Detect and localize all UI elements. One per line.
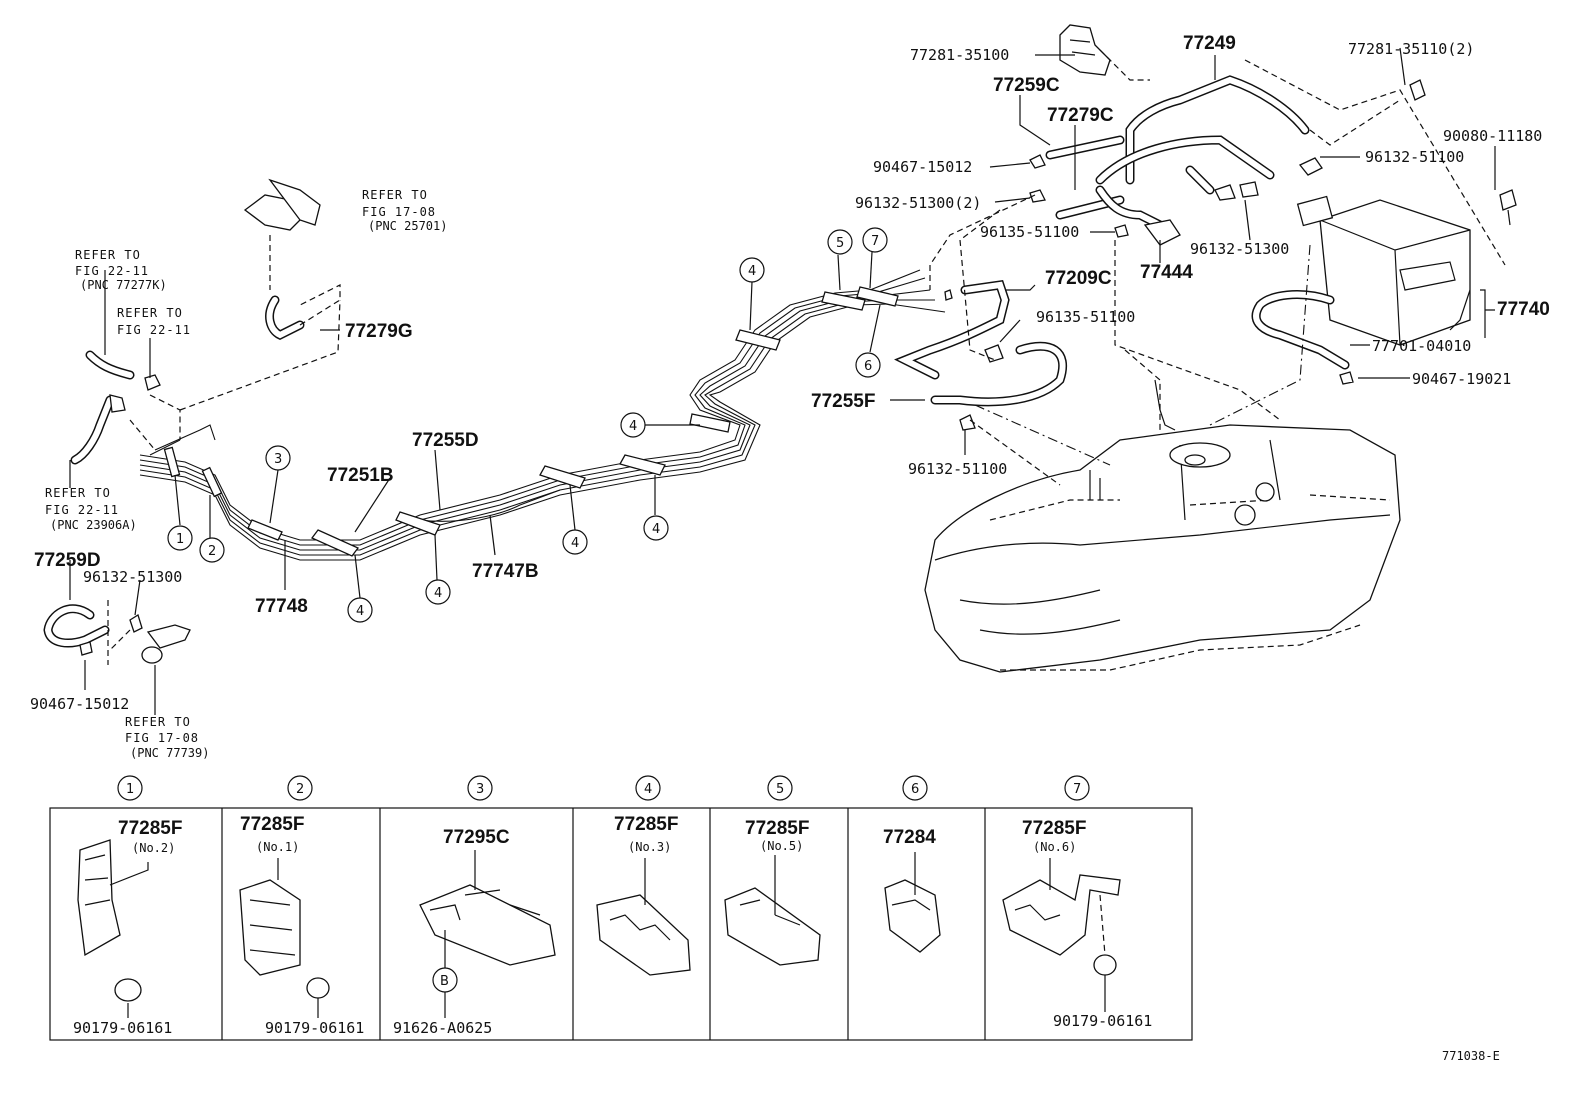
- fuel-tank: [924, 424, 1401, 673]
- diagram-code: 771038-E: [1442, 1049, 1500, 1063]
- part-96132-51300: 96132-51300: [83, 568, 182, 586]
- box-bolt: 90179-06161: [73, 1019, 172, 1037]
- box-bolt: 90179-06161: [265, 1019, 364, 1037]
- part-77209c: 77209C: [1045, 268, 1112, 289]
- part-labels: 77249 77281-35100 77281-35110(2) 77259C …: [30, 33, 1550, 713]
- part-77444: 77444: [1140, 262, 1193, 283]
- detail-boxes: 1 2 3 4 5 6 7 77285F (No.2) 90179-06161 …: [49, 775, 1193, 1041]
- box-bolt: 90179-06161: [1053, 1012, 1152, 1030]
- part-96132-51100: 96132-51100: [908, 460, 1007, 478]
- box-part: 77285F: [614, 814, 678, 835]
- refer-fig: FIG 17-08: [362, 205, 436, 219]
- part-77255f: 77255F: [811, 391, 875, 412]
- part-77259c: 77259C: [993, 75, 1060, 96]
- part-96132-51300: 96132-51300: [1190, 240, 1289, 258]
- callout-2: 2: [208, 544, 216, 559]
- part-96132-51100: 96132-51100: [1365, 148, 1464, 166]
- callout-4: 4: [356, 604, 364, 619]
- refer-fig: FIG 17-08: [125, 731, 199, 745]
- callout-4: 4: [652, 522, 660, 537]
- refer-pnc: (PNC 77277K): [80, 278, 167, 292]
- refer-pnc: (PNC 25701): [368, 219, 447, 233]
- part-90467-15012: 90467-15012: [873, 158, 972, 176]
- box-sub: (No.1): [256, 840, 299, 854]
- box-bolt: 91626-A0625: [393, 1019, 492, 1037]
- callout-1: 1: [176, 532, 184, 547]
- callout-3: 3: [274, 452, 282, 467]
- refer-label: REFER TO: [362, 188, 428, 202]
- box-sub: (No.3): [628, 840, 671, 854]
- callout-5: 5: [836, 236, 844, 251]
- part-77740: 77740: [1497, 299, 1550, 320]
- box-sub: (No.6): [1033, 840, 1076, 854]
- refer-fig: FIG 22-11: [75, 264, 149, 278]
- refer-pnc: (PNC 77739): [130, 746, 209, 760]
- part-77281-35100: 77281-35100: [910, 46, 1009, 64]
- hoses: [43, 75, 1350, 648]
- box-part: 77285F: [1022, 818, 1086, 839]
- box-number: 6: [911, 782, 919, 797]
- callouts-main: 4 5 7 6 4 3 1 2 4 4 4 4: [167, 227, 888, 623]
- box-number: 4: [644, 782, 652, 797]
- callout-b: B: [440, 974, 449, 989]
- box-sub: (No.5): [760, 839, 803, 853]
- refer-label: REFER TO: [125, 715, 191, 729]
- part-90467-15012: 90467-15012: [30, 695, 129, 713]
- part-90080-11180: 90080-11180: [1443, 127, 1542, 145]
- part-77281-35110: 77281-35110(2): [1348, 40, 1474, 58]
- refer-label: REFER TO: [45, 486, 111, 500]
- callout-4: 4: [748, 264, 756, 279]
- callout-4: 4: [434, 586, 442, 601]
- part-77747b: 77747B: [472, 561, 539, 582]
- refer-pnc: (PNC 23906A): [50, 518, 137, 532]
- box-part: 77285F: [118, 818, 182, 839]
- part-96132-51300-2: 96132-51300(2): [855, 194, 981, 212]
- part-96135-51100: 96135-51100: [980, 223, 1079, 241]
- box-part: 77295C: [443, 827, 510, 848]
- part-77748: 77748: [255, 596, 308, 617]
- part-77255d: 77255D: [412, 430, 479, 451]
- part-77701-04010: 77701-04010: [1372, 337, 1471, 355]
- part-90467-19021: 90467-19021: [1412, 370, 1511, 388]
- part-77251b: 77251B: [327, 465, 394, 486]
- part-96135-51100: 96135-51100: [1036, 308, 1135, 326]
- charcoal-canister: [1296, 195, 1471, 346]
- box-number: 3: [476, 782, 484, 797]
- box-number: 2: [296, 782, 304, 797]
- small-components: [79, 24, 1517, 664]
- callout-6: 6: [864, 359, 872, 374]
- box-number: 1: [126, 782, 134, 797]
- callout-4: 4: [571, 536, 579, 551]
- box-sub: (No.2): [132, 841, 175, 855]
- refer-fig: FIG 22-11: [117, 323, 191, 337]
- part-77279c: 77279C: [1047, 105, 1114, 126]
- part-77279g: 77279G: [345, 321, 413, 342]
- box-number: 7: [1073, 782, 1081, 797]
- box-part: 77285F: [745, 818, 809, 839]
- refer-labels: REFER TO FIG 17-08 (PNC 25701) REFER TO …: [45, 188, 447, 760]
- refer-label: REFER TO: [117, 306, 183, 320]
- callout-7: 7: [871, 234, 879, 249]
- pipe-bundle: [139, 269, 946, 561]
- box-number: 5: [776, 782, 784, 797]
- refer-label: REFER TO: [75, 248, 141, 262]
- part-77249: 77249: [1183, 33, 1236, 54]
- box-part: 77284: [883, 827, 936, 848]
- leader-lines: [69, 47, 1506, 715]
- part-77259d: 77259D: [34, 550, 101, 571]
- refer-fig: FIG 22-11: [45, 503, 119, 517]
- callout-4: 4: [629, 419, 637, 434]
- box-part: 77285F: [240, 814, 304, 835]
